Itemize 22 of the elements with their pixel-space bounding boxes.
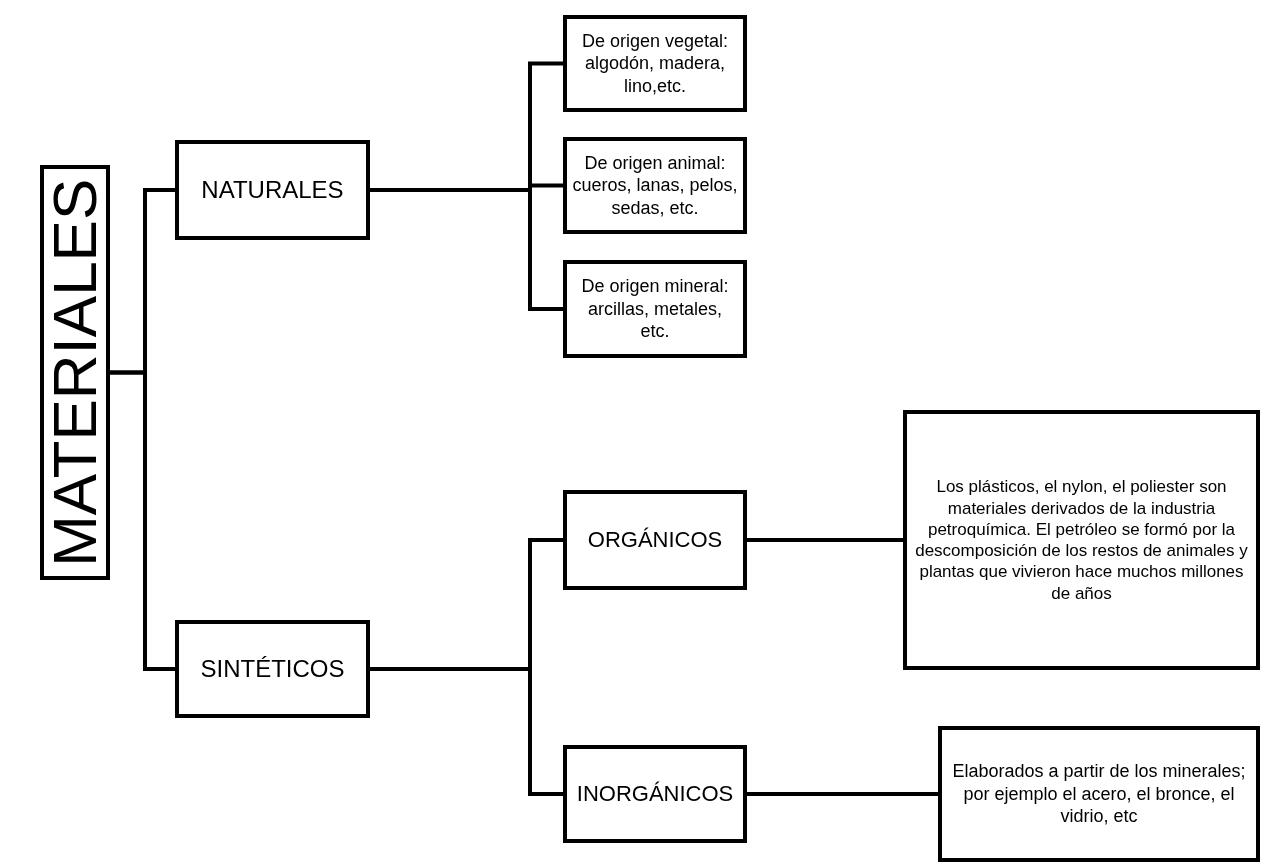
concept-text: De origen mineral: arcillas, metales, etc. bbox=[580, 275, 730, 343]
connector-line bbox=[747, 792, 938, 796]
connector-line bbox=[747, 538, 903, 542]
title-text: MATERIALES bbox=[39, 178, 111, 567]
concept-box bbox=[563, 490, 747, 590]
concept-text: ORGÁNICOS bbox=[587, 526, 723, 554]
concept-text: Los plásticos, el nylon, el poliester son materiales derivados de la industria petroquímica. El petróleo se formó por la descomposición de los restos de animales y plantas que vivieron hace muchos millones de años bbox=[914, 476, 1249, 604]
concept-box bbox=[175, 620, 370, 718]
concept-box bbox=[563, 745, 747, 843]
concept-text: De origen animal: cueros, lanas, pelos, sedas, etc. bbox=[571, 151, 739, 220]
concept-box bbox=[563, 137, 747, 234]
concept-text: SINTÉTICOS bbox=[200, 654, 345, 684]
concept-box bbox=[903, 410, 1260, 670]
connector-line bbox=[110, 370, 175, 671]
concept-text: INORGÁNICOS bbox=[576, 780, 734, 808]
concept-text: Elaborados a partir de los minerales; por ejemplo el acero, el bronce, el vidrio, etc bbox=[951, 760, 1247, 828]
concept-box bbox=[563, 260, 747, 358]
concept-text: De origen vegetal: algodón, madera, lino,etc. bbox=[580, 29, 730, 98]
concept-box bbox=[175, 140, 370, 240]
concept-box bbox=[563, 15, 747, 112]
concept-text: NATURALES bbox=[201, 175, 344, 205]
concept-box bbox=[938, 726, 1260, 862]
